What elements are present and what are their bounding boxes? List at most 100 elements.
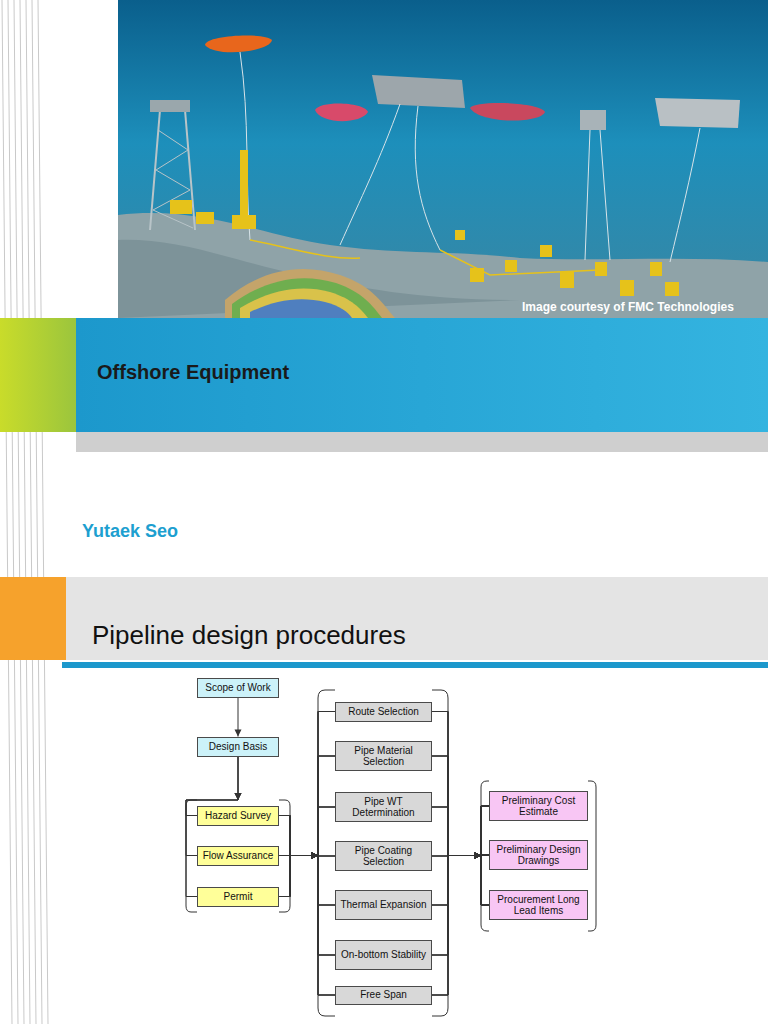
arrowhead [311, 852, 318, 859]
tree [505, 260, 517, 272]
flow-arrow [279, 712, 335, 897]
connector-line [432, 855, 489, 905]
course-title: Offshore Equipment [97, 361, 289, 384]
box-text: Pipe Coating Selection [339, 845, 428, 868]
vessel [315, 103, 368, 121]
arrowhead [474, 852, 481, 859]
spar [580, 110, 606, 130]
flow-arrow [432, 806, 489, 955]
connector-line [432, 856, 489, 996]
connector-line [279, 712, 335, 897]
decor-line [32, 0, 42, 1024]
flow-arrow [279, 816, 335, 906]
fpso-hull [372, 75, 465, 108]
box-text: Design Basis [209, 741, 267, 753]
tree [470, 268, 484, 282]
connector-line [279, 756, 335, 856]
decor-lines [2, 0, 48, 1024]
flow-arrow [279, 852, 335, 955]
arrowhead [474, 852, 481, 859]
connector-line [432, 856, 489, 956]
arrowhead [474, 852, 481, 859]
flow-arrow [279, 852, 335, 995]
connector-line [279, 712, 335, 856]
arrowhead [474, 852, 481, 859]
decor-line [14, 0, 24, 1024]
process-box: Route Selection [335, 702, 432, 722]
connector-line [279, 856, 335, 956]
connector-line [432, 806, 489, 995]
process-box: Design Basis [197, 737, 279, 757]
connector-line [279, 856, 335, 956]
connector-line [432, 807, 489, 856]
arrowhead [474, 852, 481, 859]
subsea-equipment [170, 150, 679, 296]
arrowhead [311, 852, 318, 859]
connector-line [432, 806, 489, 955]
arrowhead [311, 852, 318, 859]
tree [665, 282, 679, 296]
accent-block [0, 577, 66, 660]
decor-line [20, 0, 30, 1024]
flow-arrow [279, 816, 335, 860]
box-text: Pipe WT Determination [339, 796, 428, 819]
vessel [655, 98, 740, 128]
tree [240, 150, 248, 220]
connector-line [279, 807, 335, 856]
flow-arrow [432, 852, 489, 905]
process-box: Permit [197, 887, 279, 907]
arrowhead [311, 852, 318, 859]
flowline [250, 240, 360, 258]
arrowhead [311, 852, 318, 859]
arrowhead [474, 852, 481, 859]
strata [232, 278, 382, 318]
connector-line [279, 816, 335, 906]
flow-arrow [432, 852, 489, 995]
decor-line [38, 0, 48, 1024]
arrowhead [235, 793, 242, 800]
box-text: Thermal Expansion [340, 899, 426, 911]
process-box: Pipe Material Selection [335, 741, 432, 771]
process-box: Preliminary Cost Estimate [489, 791, 588, 821]
subsea-illustration [118, 0, 768, 318]
tree [595, 262, 607, 276]
title-band [76, 318, 768, 432]
box-text: Permit [224, 891, 253, 903]
box-text: Route Selection [348, 706, 419, 718]
process-box: Pipe Coating Selection [335, 841, 432, 871]
arrowhead [474, 852, 481, 859]
arrowhead [474, 852, 481, 859]
arrowhead [311, 852, 318, 859]
box-text: Preliminary Design Drawings [493, 844, 584, 867]
arrowhead [311, 852, 318, 859]
process-box: Thermal Expansion [335, 890, 432, 920]
flow-arrow [279, 852, 335, 905]
process-box: On-bottom Stability [335, 940, 432, 970]
flow-arrow [279, 712, 335, 860]
flowline [440, 250, 600, 275]
connector-line [432, 856, 489, 906]
flow-arrow [279, 756, 335, 897]
connector-line [186, 757, 238, 897]
process-box: Hazard Survey [197, 806, 279, 826]
tree [560, 272, 574, 288]
arrowhead [474, 852, 481, 859]
flow-arrow [279, 807, 335, 859]
vessel [470, 103, 545, 120]
arrowhead [311, 852, 318, 859]
flow-arrow [432, 852, 489, 995]
box-text: On-bottom Stability [341, 949, 426, 961]
arrowhead [311, 852, 318, 859]
flow-arrow [432, 806, 489, 859]
flow-arrow [279, 852, 335, 995]
flow-arrow [432, 852, 489, 955]
connector-line [279, 856, 335, 906]
connector-line [432, 855, 489, 955]
arrowhead [311, 852, 318, 859]
risers [240, 52, 700, 262]
heading-band [66, 577, 768, 660]
strata [240, 289, 368, 318]
connector-line [432, 712, 489, 906]
box-text: Free Span [360, 989, 407, 1001]
sea-water [118, 0, 768, 318]
